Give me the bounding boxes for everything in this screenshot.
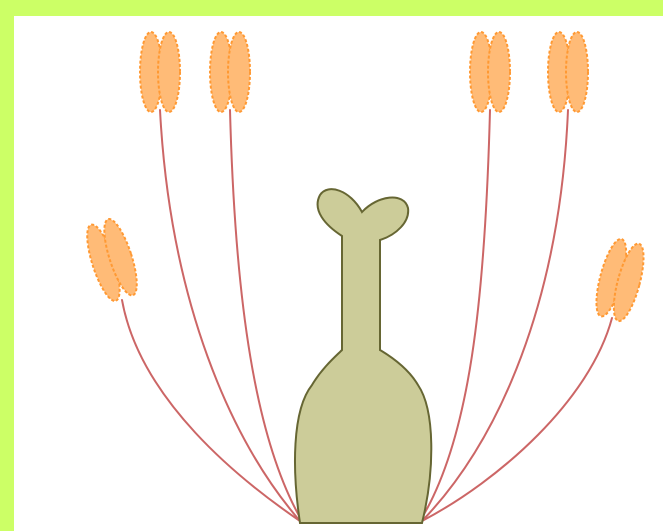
- filament-6: [422, 318, 612, 521]
- filament-5: [422, 110, 568, 521]
- anther-5: [548, 32, 588, 112]
- anther-1: [81, 216, 144, 304]
- anther-6: [590, 236, 649, 324]
- anther-4: [470, 32, 510, 112]
- filament-3: [230, 110, 302, 521]
- anther-2: [140, 32, 180, 112]
- pistil: [295, 189, 431, 523]
- anther-3: [210, 32, 250, 112]
- filament-2: [160, 110, 300, 521]
